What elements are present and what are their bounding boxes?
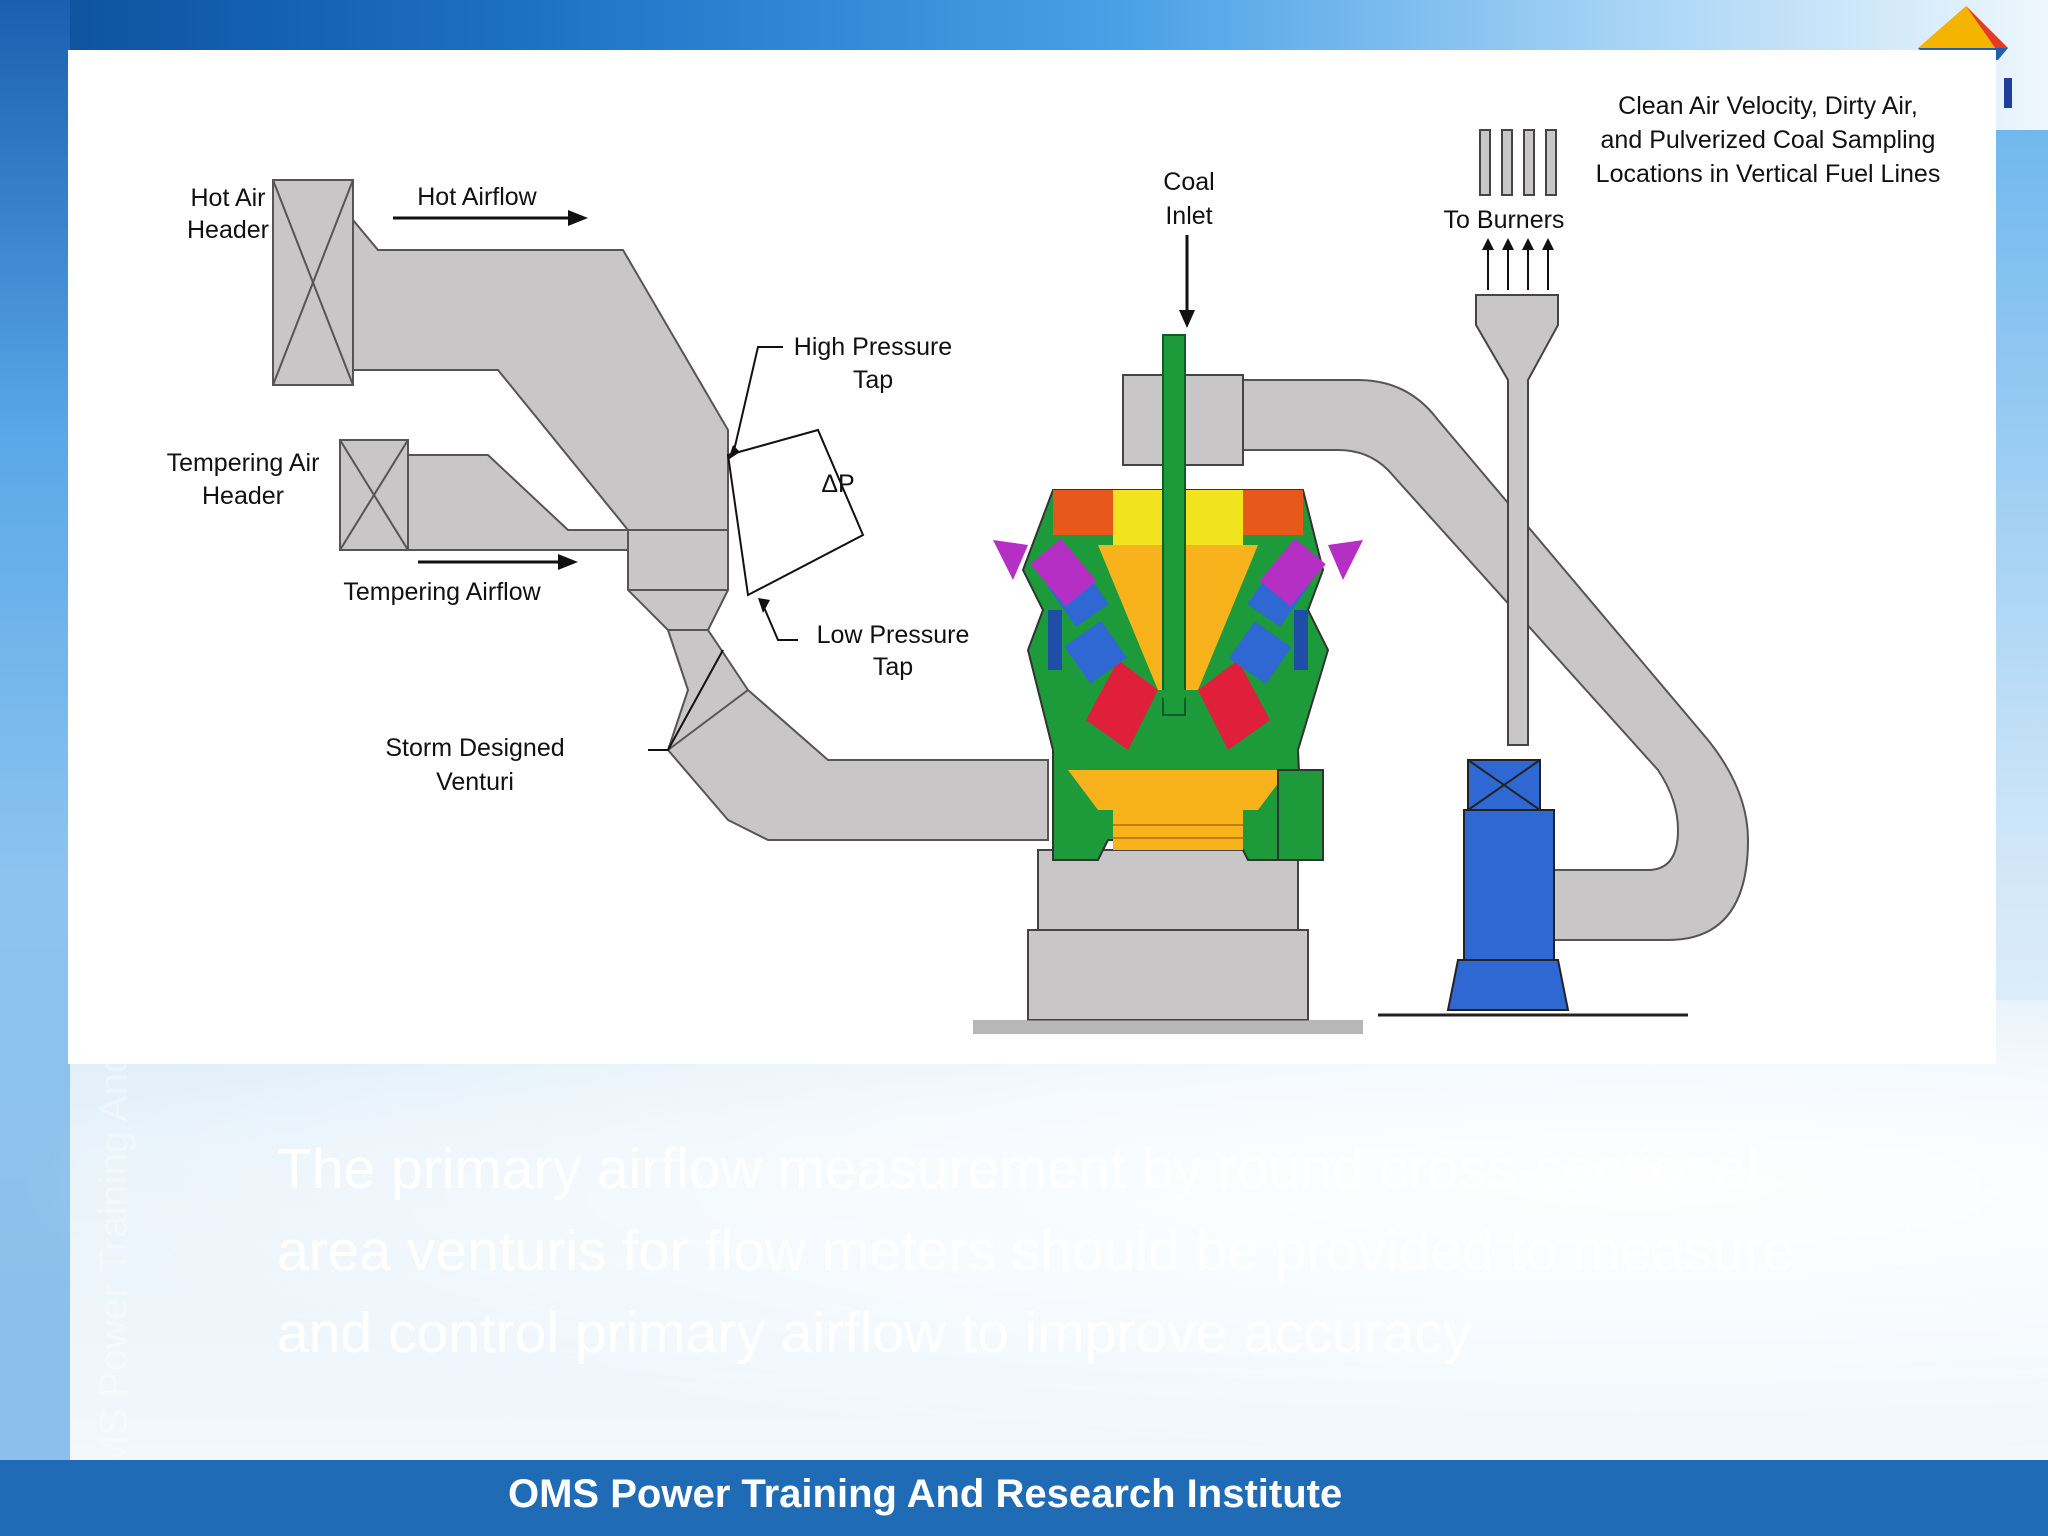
hot-air-header-label-1: Hot Air bbox=[190, 184, 265, 212]
hot-air-header-label-2: Header bbox=[187, 216, 269, 244]
mill-body bbox=[1021, 334, 1330, 861]
low-pressure-tap-label-2: Tap bbox=[873, 653, 913, 681]
high-pressure-tap-label-1: High Pressure bbox=[794, 333, 952, 361]
diagram-panel: Hot Air Header Hot Airflow Tempering Air… bbox=[68, 50, 1996, 1064]
mill-base bbox=[973, 849, 1363, 1034]
slide-caption: The primary airflow measurement by round… bbox=[277, 1137, 1795, 1365]
venturi-label-1: Storm Designed bbox=[385, 734, 564, 762]
tempering-air-header-label-1: Tempering Air bbox=[167, 449, 320, 477]
footer-title: OMS Power Training And Research Institut… bbox=[508, 1472, 1343, 1516]
hot-air-header bbox=[272, 179, 354, 386]
pressure-tap-lines bbox=[648, 346, 865, 751]
sampling-label-1: Clean Air Velocity, Dirty Air, bbox=[1618, 92, 1918, 120]
fuel-lines bbox=[1475, 129, 1559, 746]
background-swoosh bbox=[0, 1000, 2048, 1460]
to-burners-label: To Burners bbox=[1444, 206, 1565, 234]
hot-airflow-arrow bbox=[393, 210, 588, 226]
tempering-airflow-arrow bbox=[418, 554, 578, 570]
tempering-airflow-label: Tempering Airflow bbox=[343, 578, 541, 606]
venturi-duct bbox=[627, 529, 1049, 841]
coal-inlet-arrow bbox=[1179, 235, 1195, 328]
spring-assemblies bbox=[993, 538, 1363, 607]
coal-inlet-label-1: Coal bbox=[1163, 168, 1214, 196]
coal-inlet-label-2: Inlet bbox=[1165, 202, 1212, 230]
pulverizer-diagram: Hot Air Header Hot Airflow Tempering Air… bbox=[167, 92, 1941, 1034]
delta-p-label: ΔP bbox=[821, 470, 854, 498]
side-watermark: OMS Power Training And Research Institut… bbox=[92, 294, 136, 1500]
tempering-air-header-label-2: Header bbox=[202, 482, 284, 510]
outlet-duct bbox=[1237, 379, 1750, 941]
footer-bar bbox=[0, 1460, 2048, 1536]
exhauster bbox=[1378, 759, 1688, 1017]
tempering-air-header bbox=[339, 439, 409, 551]
sampling-label-3: Locations in Vertical Fuel Lines bbox=[1596, 160, 1941, 188]
hot-airflow-label: Hot Airflow bbox=[417, 183, 537, 211]
low-pressure-tap-label-1: Low Pressure bbox=[817, 621, 970, 649]
venturi-label-2: Venturi bbox=[436, 768, 514, 796]
sampling-label-2: and Pulverized Coal Sampling bbox=[1601, 126, 1936, 154]
high-pressure-tap-label-2: Tap bbox=[853, 366, 893, 394]
